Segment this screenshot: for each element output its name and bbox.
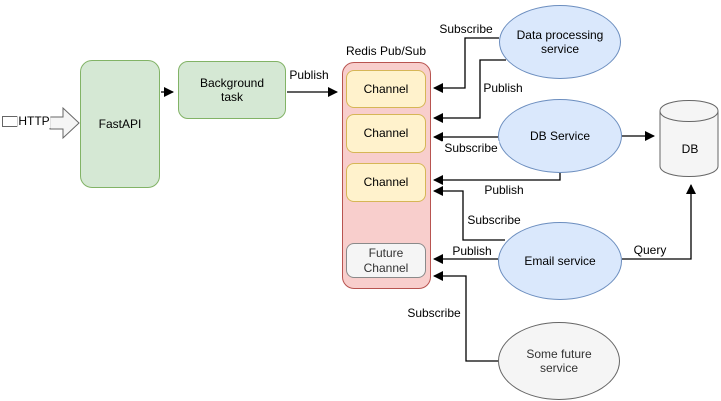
label-publish-data-processing: Publish [481,81,525,95]
channel-2-label: Channel [363,126,409,141]
channel-1-label: Channel [363,81,409,96]
label-subscribe-some-future: Subscribe [405,306,463,320]
http-label: HTTP [17,114,51,128]
db-cylinder [659,100,719,177]
label-publish-email-service: Publish [450,244,494,258]
node-db-service: DB Service [498,99,622,173]
db-service-label: DB Service [529,128,591,143]
node-future-channel: Future Channel [346,243,426,278]
redis-pubsub-title: Redis Pub/Sub [345,44,427,58]
node-email-service: Email service [498,222,622,300]
label-publish-background-task: Publish [287,68,331,82]
label-subscribe-email-service: Subscribe [465,213,523,227]
http-block-arrow-icon [49,106,80,140]
db-label: DB [681,142,699,156]
future-channel-label: Future Channel [363,246,409,275]
edge-db-service-publish [433,173,561,185]
fastapi-label: FastAPI [98,116,142,131]
node-channel-2: Channel [346,114,426,153]
node-some-future-service: Some future service [498,322,620,400]
email-service-label: Email service [524,253,596,268]
label-subscribe-data-processing: Subscribe [437,22,495,36]
data-processing-service-label: Data processing service [516,27,604,56]
background-task-label: Background task [199,75,265,104]
node-data-processing-service: Data processing service [499,5,621,79]
node-background-task: Background task [178,61,286,119]
node-fastapi: FastAPI [80,60,160,188]
db-cylinder-rim [659,110,719,122]
label-subscribe-db-service: Subscribe [442,141,500,155]
http-tag-box [2,116,18,127]
label-publish-db-service: Publish [482,183,526,197]
node-channel-3: Channel [346,163,426,202]
some-future-service-label: Some future service [526,346,592,375]
channel-3-label: Channel [363,175,409,190]
node-channel-1: Channel [346,70,426,108]
label-query: Query [631,243,669,257]
